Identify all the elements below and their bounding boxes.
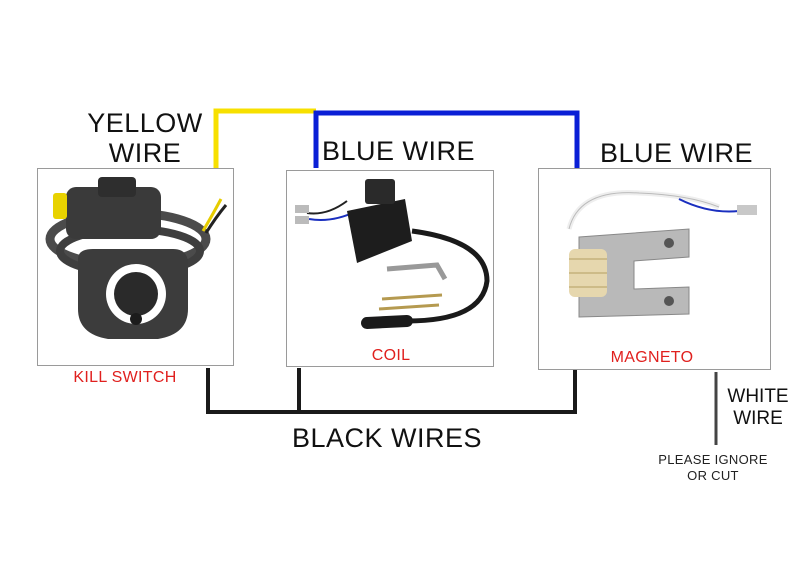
ignore-note: PLEASE IGNORE OR CUT — [658, 452, 768, 483]
magneto-panel — [538, 168, 771, 370]
magneto-blue-wire-label: BLUE WIRE — [600, 138, 754, 168]
black-wires-label: BLACK WIRES — [292, 423, 483, 453]
magneto-caption: MAGNETO — [610, 349, 694, 366]
yellow-wire-line — [213, 108, 316, 168]
black-wire-line-left — [206, 368, 301, 414]
kill-switch-image — [45, 177, 228, 339]
coil-caption: COIL — [371, 347, 411, 364]
yellow-wire-label: YELLOW WIRE — [87, 108, 203, 168]
magneto-image — [566, 190, 757, 318]
kill-switch-panel — [37, 168, 234, 366]
black-wire-line-right — [299, 370, 577, 414]
kill-switch-caption: KILL SWITCH — [73, 369, 177, 386]
blue-wire-line — [313, 110, 580, 168]
coil-blue-wire-label: BLUE WIRE — [322, 136, 476, 166]
coil-panel — [286, 170, 494, 367]
white-wire-label: WHITE WIRE — [727, 386, 789, 429]
coil-image — [295, 179, 490, 329]
